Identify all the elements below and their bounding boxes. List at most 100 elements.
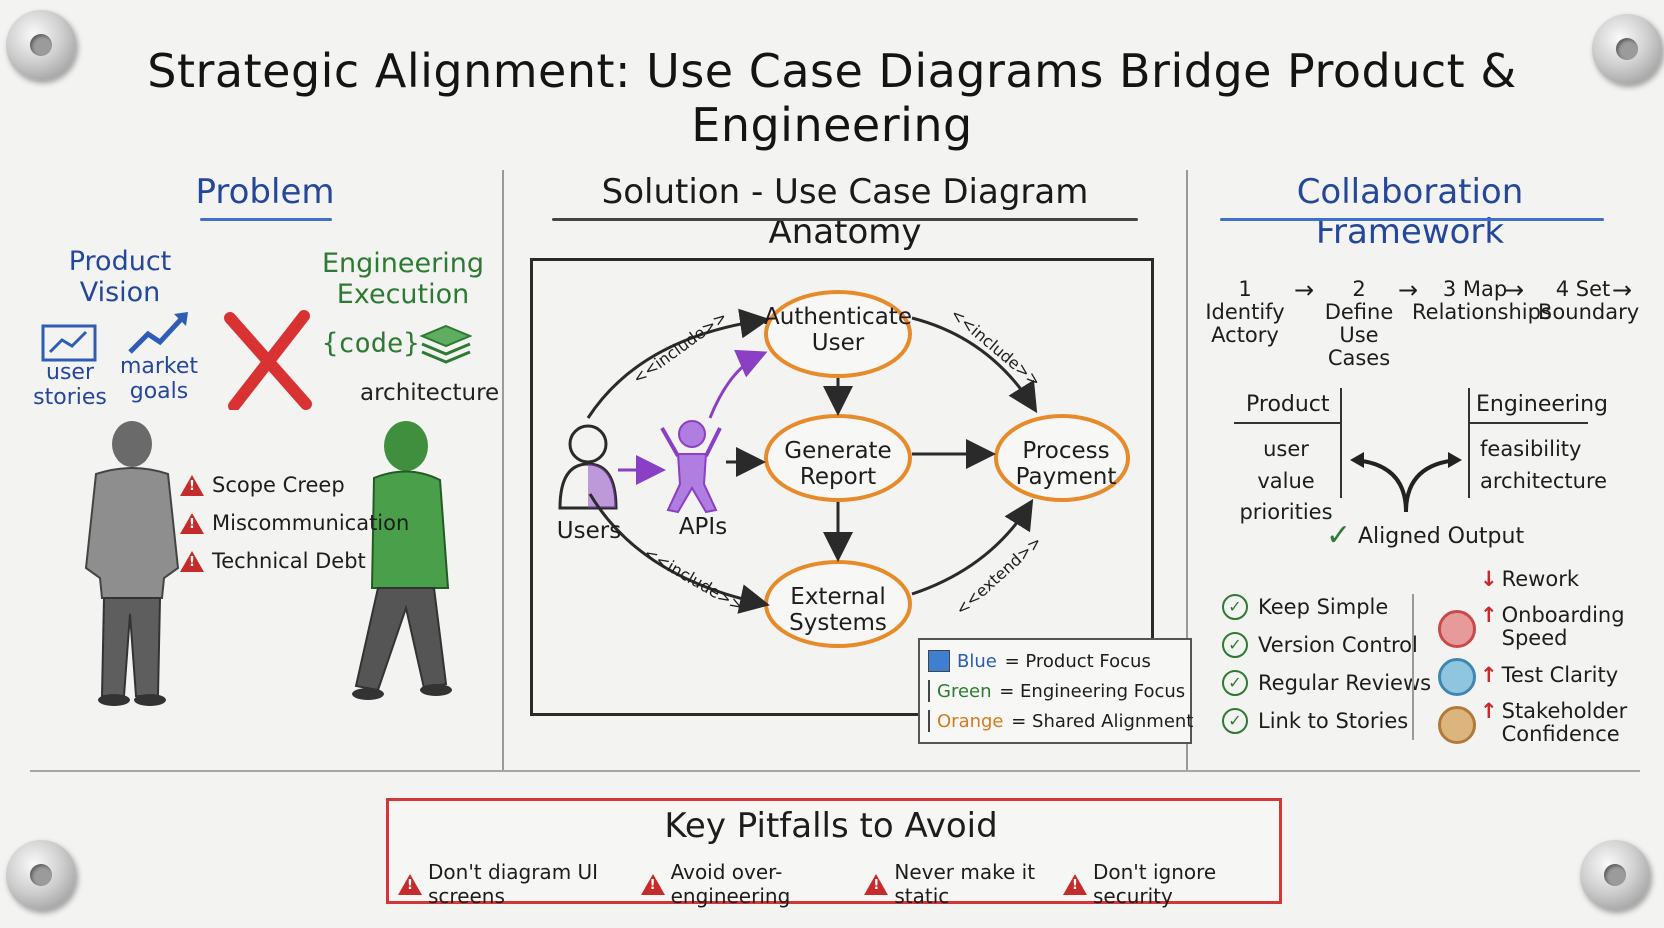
corner-screw-icon bbox=[1580, 840, 1650, 910]
legend-swatch bbox=[928, 710, 930, 732]
engineering-items: feasibility architecture bbox=[1480, 437, 1608, 493]
practice-list: ✓ Keep Simple ✓ Version Control ✓ Regula… bbox=[1222, 588, 1431, 740]
legend-color-word: Green bbox=[937, 680, 992, 702]
product-underline bbox=[1234, 422, 1342, 424]
product-label: Product bbox=[1246, 392, 1330, 417]
check-circle-icon: ✓ bbox=[1222, 708, 1248, 734]
use-case-external-label: External Systems bbox=[789, 584, 887, 637]
check-circle-icon: ✓ bbox=[1222, 594, 1248, 620]
collaboration-heading: Collaboration Framework bbox=[1296, 172, 1524, 252]
pitfalls-box bbox=[386, 798, 1282, 904]
market-goals-label: market goals bbox=[119, 354, 199, 405]
warning-icon bbox=[180, 550, 204, 572]
misalignment-x-icon bbox=[224, 310, 312, 410]
step-map: 3 Map Relationships bbox=[1412, 277, 1552, 325]
pitfall-item: Avoid over-engineering bbox=[640, 860, 865, 908]
product-items: user value priorities bbox=[1239, 437, 1333, 524]
step-arrow-icon: → bbox=[1398, 276, 1419, 304]
risk-item: Miscommunication bbox=[180, 504, 409, 542]
step-define: 2 Define Use Cases bbox=[1324, 277, 1394, 371]
users-to-authenticate-line bbox=[586, 308, 770, 419]
column-divider bbox=[1186, 170, 1188, 770]
legend-color-word: Orange bbox=[937, 710, 1004, 732]
product-person-icon bbox=[84, 421, 180, 706]
pitfalls-heading: Key Pitfalls to Avoid bbox=[664, 806, 998, 846]
pitfall-item: Don't ignore security bbox=[1062, 860, 1268, 908]
arrow-up-icon: ↑ bbox=[1480, 699, 1498, 723]
practice-item: ✓ Link to Stories bbox=[1222, 702, 1431, 740]
engineering-divider bbox=[1468, 388, 1470, 498]
code-label: {code} bbox=[322, 328, 420, 359]
legend-swatch bbox=[928, 680, 930, 702]
pitfall-item: Never make it static bbox=[864, 860, 1063, 908]
arrow-up-icon: ↑ bbox=[1480, 663, 1498, 687]
product-divider bbox=[1340, 388, 1342, 498]
apis-actor-label: APIs bbox=[678, 514, 728, 540]
confidence-badge-icon bbox=[1438, 706, 1476, 744]
step-arrow-icon: → bbox=[1612, 276, 1633, 304]
product-vision-label: Product Vision bbox=[68, 246, 172, 309]
outcome-item: ↓Rework bbox=[1480, 567, 1579, 591]
horizontal-divider bbox=[30, 770, 1640, 772]
arrow-down-icon: ↓ bbox=[1480, 567, 1498, 591]
outcome-label: Onboarding Speed bbox=[1501, 603, 1625, 651]
use-case-diagram bbox=[558, 290, 1130, 648]
practice-label: Version Control bbox=[1258, 633, 1418, 657]
legend: Blue = Product Focus Green = Engineering… bbox=[918, 638, 1193, 744]
risk-item: Technical Debt bbox=[180, 542, 409, 580]
check-circle-icon: ✓ bbox=[1222, 632, 1248, 658]
outcome-label: Rework bbox=[1501, 567, 1579, 591]
solution-heading: Solution - Use Case Diagram Anatomy bbox=[601, 172, 1089, 252]
corner-screw-icon bbox=[6, 10, 76, 80]
authenticate-to-process-line bbox=[911, 316, 1038, 414]
warning-icon bbox=[1062, 873, 1087, 895]
practice-label: Link to Stories bbox=[1258, 709, 1409, 733]
use-case-generate-label: Generate Report bbox=[784, 438, 892, 491]
legend-text: = Product Focus bbox=[998, 650, 1151, 672]
system-boundary-box bbox=[530, 258, 1154, 716]
legend-item: Blue = Product Focus bbox=[928, 646, 1182, 676]
pitfall-item: Don't diagram UI screens bbox=[398, 860, 641, 908]
external-to-process-line bbox=[911, 498, 1034, 596]
use-case-process-label: Process Payment bbox=[1015, 438, 1117, 491]
problem-underline bbox=[200, 218, 332, 221]
corner-screw-icon bbox=[1592, 14, 1662, 84]
pitfall-label: Avoid over-engineering bbox=[670, 860, 791, 908]
apis-actor-icon bbox=[660, 420, 722, 514]
risk-label: Scope Creep bbox=[212, 473, 345, 497]
legend-color-word: Blue bbox=[957, 650, 997, 672]
practice-item: ✓ Version Control bbox=[1222, 626, 1431, 664]
outcome-item: ↑Stakeholder Confidence bbox=[1480, 699, 1627, 746]
architecture-label: architecture bbox=[360, 380, 500, 406]
check-circle-icon: ✓ bbox=[1222, 670, 1248, 696]
step-boundary: 4 Set Boundary bbox=[1538, 277, 1640, 325]
practices-divider bbox=[1412, 594, 1414, 740]
warning-icon bbox=[640, 873, 665, 895]
apis-to-authenticate-line bbox=[708, 349, 768, 419]
onboarding-badge-icon bbox=[1438, 610, 1476, 648]
pitfall-label: Don't diagram UI screens bbox=[428, 860, 599, 908]
warning-icon bbox=[180, 512, 204, 534]
column-divider bbox=[502, 170, 504, 770]
step-arrow-icon: → bbox=[1294, 276, 1315, 304]
legend-text: = Shared Alignment bbox=[1005, 710, 1194, 732]
legend-swatch bbox=[928, 650, 950, 672]
legend-item: Orange = Shared Alignment bbox=[928, 706, 1193, 736]
outcome-item: ↑Onboarding Speed bbox=[1480, 603, 1625, 651]
risk-item: Scope Creep bbox=[180, 466, 409, 504]
users-actor-label: Users bbox=[556, 518, 622, 544]
practice-item: ✓ Regular Reviews bbox=[1222, 664, 1431, 702]
legend-item: Green = Engineering Focus bbox=[928, 676, 1185, 706]
practice-item: ✓ Keep Simple bbox=[1222, 588, 1431, 626]
user-stories-icon bbox=[41, 324, 97, 362]
use-case-generate bbox=[764, 414, 912, 502]
engineering-person-icon bbox=[352, 421, 452, 700]
step-arrow-icon: → bbox=[1504, 276, 1525, 304]
legend-text: = Engineering Focus bbox=[993, 680, 1186, 702]
test-clarity-badge-icon bbox=[1438, 658, 1476, 696]
problem-heading: Problem bbox=[195, 172, 335, 212]
arrow-up-icon: ↑ bbox=[1480, 603, 1498, 627]
risk-list: Scope Creep Miscommunication Technical D… bbox=[180, 466, 409, 580]
engineering-underline bbox=[1468, 422, 1588, 424]
step-identify: 1 Identify Actory bbox=[1205, 277, 1285, 348]
